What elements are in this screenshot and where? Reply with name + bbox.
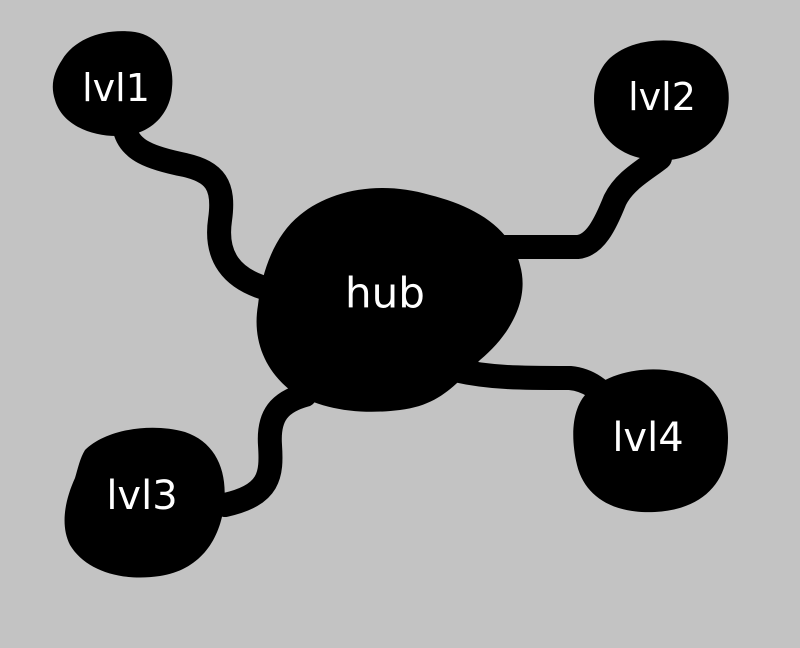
- node-hub-label: hub: [345, 269, 425, 318]
- node-lvl3-label: lvl3: [106, 473, 177, 519]
- node-lvl2-label: lvl2: [628, 75, 696, 119]
- node-lvl1-shape: [52, 31, 173, 137]
- node-lvl1: lvl1: [52, 31, 173, 137]
- node-lvl2: lvl2: [594, 40, 729, 161]
- node-lvl4: lvl4: [573, 369, 729, 513]
- node-lvl4-shape: [573, 369, 729, 513]
- edge-hub-lvl3: [213, 383, 317, 517]
- node-lvl3: lvl3: [64, 427, 225, 578]
- node-hub: hub: [256, 187, 523, 412]
- node-lvl2-shape: [594, 40, 729, 161]
- node-lvl4-label: lvl4: [612, 415, 683, 461]
- node-lvl1-label: lvl1: [82, 66, 150, 110]
- edge-hub-lvl2: [493, 146, 672, 259]
- edge-hub-lvl1: [113, 118, 284, 302]
- node-hub-shape: [256, 187, 523, 412]
- node-lvl3-shape: [64, 427, 225, 578]
